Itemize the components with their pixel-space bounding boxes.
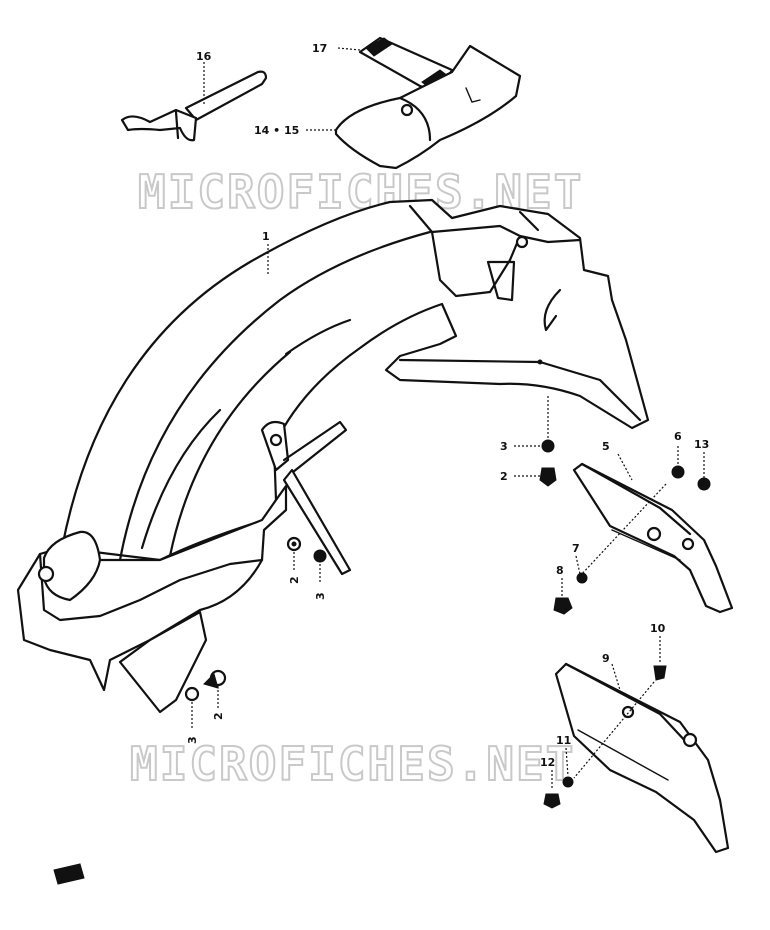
leader-7 <box>575 555 581 575</box>
callout-5: 5 <box>602 440 610 453</box>
fastener-2-low <box>203 669 227 689</box>
fastener-3-right <box>541 439 555 453</box>
callout-2-low: 2 <box>212 712 225 720</box>
watermark-bottom: MICROFICHES.NET <box>130 737 575 791</box>
callout-14-15: 14 • 15 <box>254 124 299 137</box>
fastener-6 <box>671 465 685 479</box>
callout-9: 9 <box>602 652 610 665</box>
fastener-11 <box>562 776 574 788</box>
fastener-3-mid <box>313 549 327 563</box>
callout-2-mid: 2 <box>288 576 301 584</box>
callout-16: 16 <box>196 50 212 63</box>
callout-13: 13 <box>694 438 709 451</box>
part-9-bracket <box>554 662 730 854</box>
fastener-10 <box>653 665 667 681</box>
callout-2-right: 2 <box>500 470 508 483</box>
fastener-8 <box>553 597 573 615</box>
callout-17: 17 <box>312 42 327 55</box>
callout-7: 7 <box>572 542 580 555</box>
callout-10: 10 <box>650 622 666 635</box>
part-14-15-tray <box>334 44 522 170</box>
fastener-7 <box>576 572 588 584</box>
callout-3-low: 3 <box>186 736 199 744</box>
part-1-rear-fender <box>16 198 650 714</box>
callout-3-mid: 3 <box>314 592 327 600</box>
leader-9 <box>611 663 621 691</box>
leader-10-11 <box>573 681 655 779</box>
callout-6: 6 <box>674 430 682 443</box>
leader-11 <box>565 747 569 777</box>
leader-17 <box>337 47 361 51</box>
callout-8: 8 <box>556 564 564 577</box>
fastener-3-low <box>184 686 200 702</box>
part-5-bracket <box>572 462 734 614</box>
leader-6-7 <box>579 483 667 577</box>
callout-11: 11 <box>556 734 571 747</box>
manufacturer-logo <box>53 863 85 885</box>
callout-12: 12 <box>540 756 555 769</box>
fastener-13 <box>697 477 711 491</box>
fastener-2-right <box>539 467 557 487</box>
callout-3-right: 3 <box>500 440 508 453</box>
callout-1: 1 <box>262 230 270 243</box>
part-16-strap <box>120 70 268 142</box>
fastener-12 <box>543 793 561 809</box>
leader-5 <box>617 453 633 481</box>
fastener-2-mid <box>286 536 302 552</box>
